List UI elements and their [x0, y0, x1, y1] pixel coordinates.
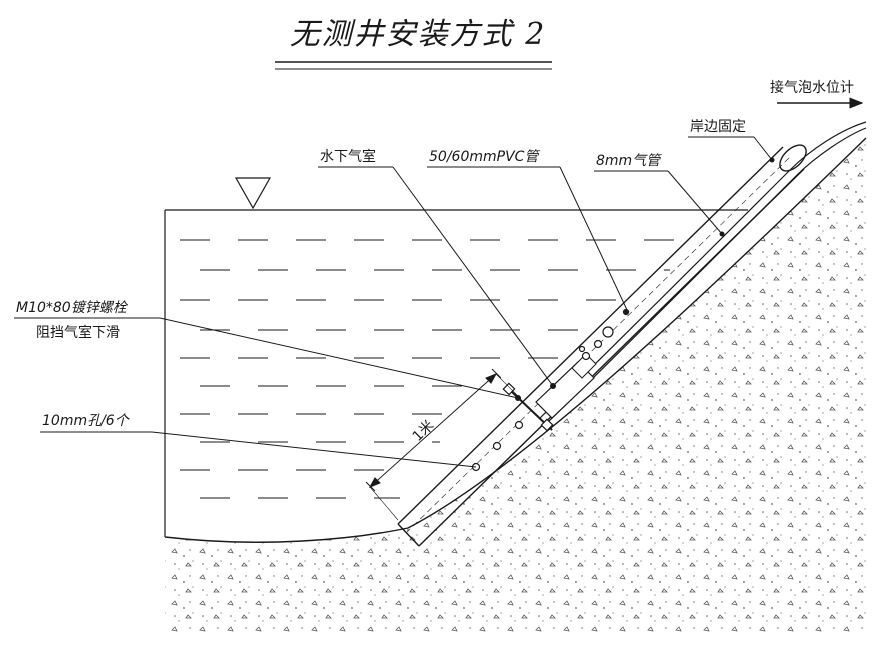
water-dashes: [180, 239, 680, 499]
soil-ground: [165, 138, 866, 632]
label-shore-fix: 岸边固定: [690, 119, 746, 135]
label-holes: 10mm孔/6个: [42, 413, 131, 429]
label-bolt: M10*80镀锌螺栓: [16, 300, 129, 316]
leader-holes: [151, 431, 477, 468]
leader-airtube: [667, 170, 723, 235]
pipe-mouth: [779, 144, 807, 172]
bolt: [502, 382, 554, 432]
leader-shore: [753, 136, 773, 161]
air-chamber: [535, 353, 597, 419]
label-chamber: 水下气室: [320, 148, 376, 165]
water-surface-triangle: [234, 177, 272, 210]
label-outlet: 接气泡水位计: [770, 79, 854, 96]
holes: [471, 308, 630, 472]
ground-surface-line: [164, 137, 867, 543]
dimension-1m: [365, 368, 521, 521]
leader-pipe: [559, 166, 629, 313]
leader-shore-dot: [769, 157, 775, 163]
leader-airtube-dot: [719, 231, 725, 237]
air-tube-outer: [545, 127, 867, 425]
diagram-title: 无测井安装方式 2: [290, 17, 547, 52]
label-pipe: 50/60mmPVC管: [429, 149, 540, 165]
leader-chamber: [392, 166, 554, 387]
leader-bolt: [159, 317, 519, 399]
water-body: [164, 177, 748, 537]
label-air-tube: 8mm气管: [596, 153, 662, 169]
label-bolt-note: 阻挡气室下滑: [36, 324, 120, 341]
label-length: 1米: [410, 417, 438, 444]
